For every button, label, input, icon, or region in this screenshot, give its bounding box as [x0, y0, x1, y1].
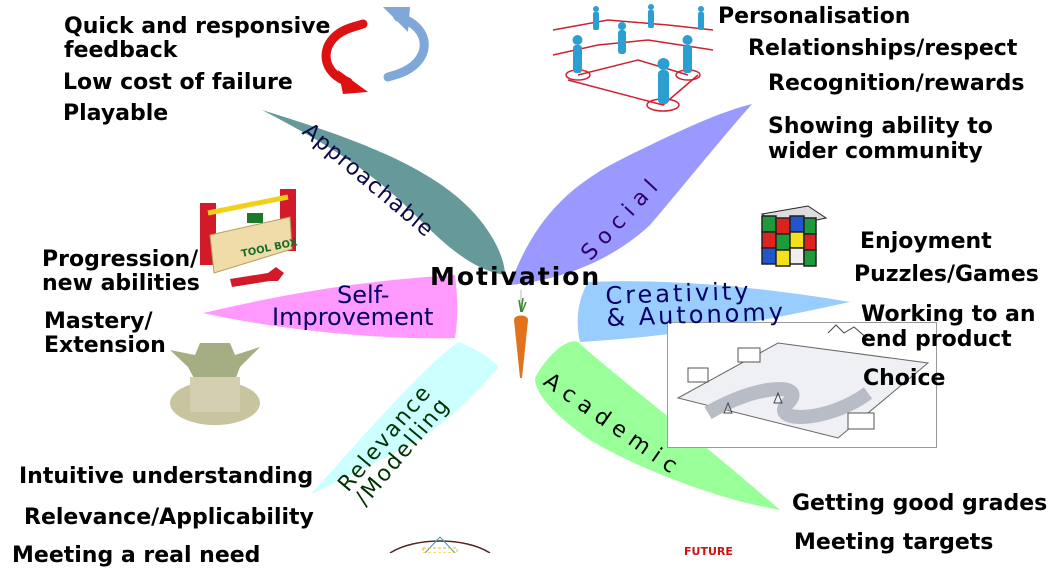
item-puzzles-games: Puzzles/Games [854, 262, 1039, 287]
item-quick-feedback-1: Quick and responsive [64, 14, 331, 39]
petal-shapes [203, 104, 850, 510]
toolbox-icon: TOOL BOX [200, 189, 299, 287]
item-intuitive-understanding: Intuitive understanding [19, 464, 314, 489]
item-mastery-1: Mastery/ [44, 309, 153, 334]
item-end-product-1: Working to an [861, 302, 1036, 327]
item-progression-1: Progression/ [42, 247, 199, 272]
center-title: Motivation [430, 262, 602, 291]
rubiks-cube-icon [760, 205, 828, 267]
carrot-on-string-icon [514, 290, 528, 378]
item-recognition: Recognition/rewards [768, 71, 1025, 96]
item-low-cost-failure: Low cost of failure [63, 70, 293, 95]
item-playable: Playable [63, 101, 169, 126]
item-quick-feedback-2: feedback [64, 38, 178, 63]
item-personalisation: Personalisation [718, 4, 911, 29]
petal-creativity [577, 281, 850, 342]
petal-academic [535, 341, 780, 510]
petal-social [510, 104, 752, 285]
landscape-path-sketch [667, 322, 937, 448]
geometry-circle-diagram [389, 536, 491, 553]
future-sign: FUTURE [684, 545, 733, 558]
yoda-figure [170, 343, 260, 425]
petal-approachable [262, 110, 505, 275]
item-good-grades: Getting good grades [792, 491, 1048, 516]
item-progression-2: new abilities [42, 271, 200, 296]
petal-self-improvement [203, 275, 458, 339]
item-meeting-real-need: Meeting a real need [12, 543, 261, 568]
petal-relevance [310, 342, 499, 495]
people-network-icon [552, 4, 714, 112]
branch-label-self-1: Self- [337, 281, 390, 309]
item-choice: Choice [863, 366, 946, 391]
item-showing-ability-1: Showing ability to [768, 114, 993, 139]
branch-label-creativity-2: & Autonomy [605, 297, 787, 332]
recycle-arrows-icon [321, 7, 429, 94]
item-end-product-2: end product [861, 327, 1012, 352]
item-relationships: Relationships/respect [748, 36, 1018, 61]
item-mastery-2: Extension [44, 333, 166, 358]
branch-label-self-2: Improvement [272, 303, 434, 331]
item-enjoyment: Enjoyment [860, 229, 992, 254]
item-showing-ability-2: wider community [768, 139, 983, 164]
item-meeting-targets: Meeting targets [794, 530, 994, 555]
item-relevance-applicability: Relevance/Applicability [24, 505, 314, 530]
